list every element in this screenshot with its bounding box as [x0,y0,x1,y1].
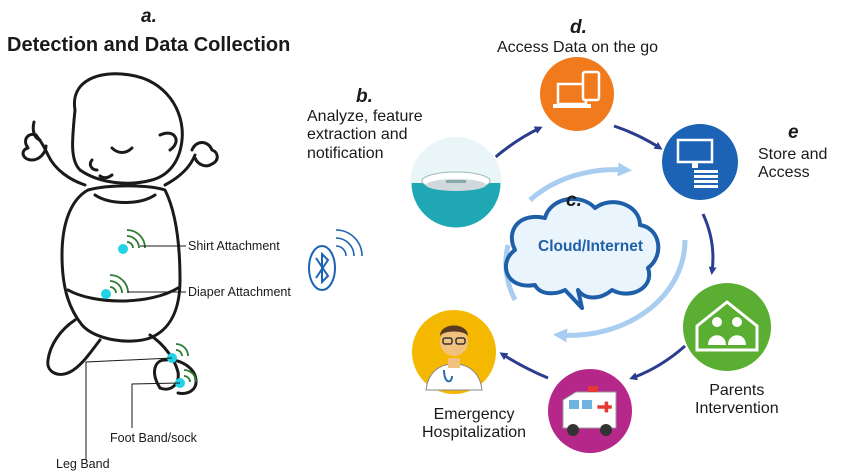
panel-b-line: Analyze, feature [307,108,423,125]
emergency-line: Emergency [433,406,515,423]
family-home-icon [683,283,771,371]
baby-illustration [21,72,219,395]
panel-d-label: Access Data on the go [497,39,658,56]
panel-e-label: Store and Access [758,146,827,183]
panel-b-line: extraction and [307,126,408,144]
shirt-attachment-label: Shirt Attachment [188,239,280,253]
leg-band-label: Leg Band [56,457,110,471]
ambulance-icon [548,369,632,453]
sensor-leg [85,343,189,460]
laptop-phone-icon [540,57,614,131]
parents-line: Intervention [695,400,779,418]
cloud-label: Cloud/Internet [538,238,644,255]
server-icon [662,124,738,200]
bluetooth-icon [308,229,363,291]
panel-b-label: Analyze, feature extraction and notifica… [307,108,423,163]
panel-b-line: notification [307,144,384,162]
panel-c-letter: c. [566,190,582,211]
sensor-foot [131,369,197,428]
parents-label: Parents Intervention [695,382,779,419]
foot-band-label: Foot Band/sock [110,431,197,445]
emergency-label: Emergency Hospitalization [422,406,526,443]
panel-a-title: Detection and Data Collection [7,34,291,56]
wearable-hub-icon [408,135,504,231]
emergency-line: Hospitalization [422,424,527,442]
cycle-arrows [491,124,717,381]
parents-line: Parents [709,382,765,399]
doctor-icon [412,310,496,394]
diaper-attachment-label: Diaper Attachment [188,285,291,299]
panel-e-line: Store and [758,146,828,163]
sensor-shirt [118,229,186,254]
panel-a-letter: a. [141,6,157,27]
cloud-icon [503,197,661,310]
sensor-diaper [101,274,186,299]
panel-b-letter: b. [356,86,373,107]
panel-d-letter: d. [570,17,587,38]
panel-e-letter: e [788,122,799,143]
panel-e-line: Access [758,164,810,182]
